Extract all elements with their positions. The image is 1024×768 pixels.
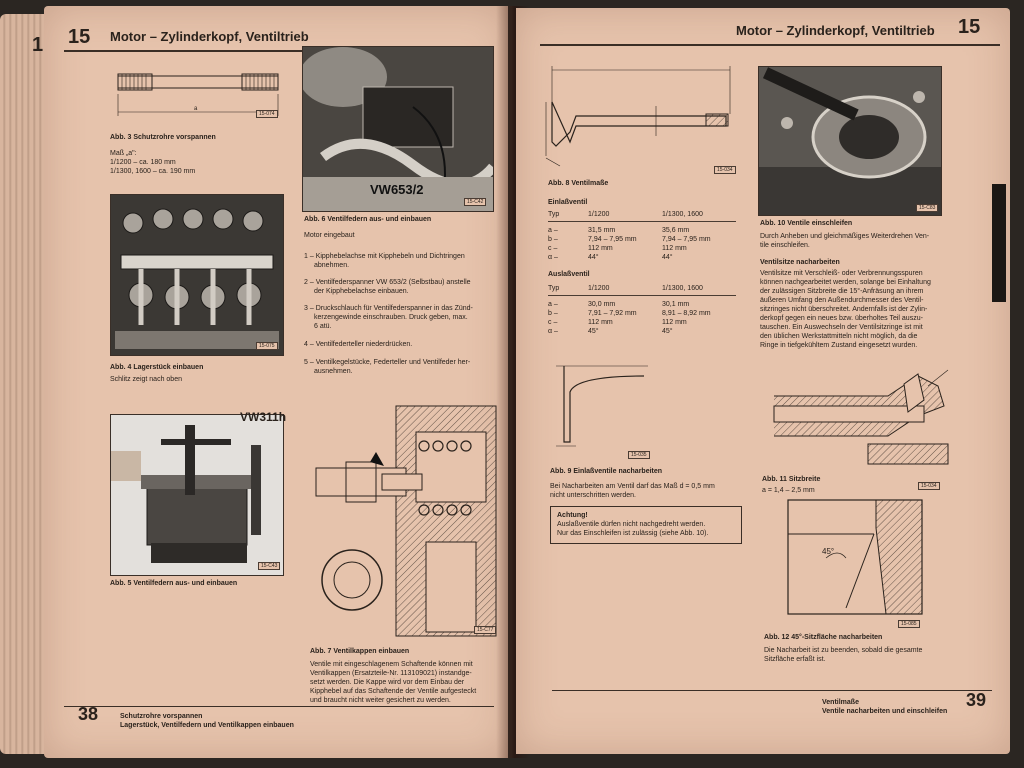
left-footer-rule [64,706,494,707]
fig7-text: Ventile mit eingeschlagenem Schaftende k… [310,661,477,704]
inlet-head-1300: 1/1300, 1600 [662,211,703,218]
outlet-valve-title: Auslaßventil [548,271,590,278]
fig7-ref: 15-C77 [474,626,497,634]
fig3-text-2: 1/1200 – ca. 180 mm [110,159,176,166]
fig6-step-3: 3 – Druckschlauch für Ventilfederspanner… [304,305,473,330]
inlet-head-typ: Typ [548,211,560,218]
fig10-text-2: tile einschleifen. [760,242,810,249]
fig3-caption: Abb. 3 Schutzrohre vorspannen [110,134,216,141]
valve-spring-tool-photo [110,414,284,576]
fig6-ref: 15-C42 [464,198,487,206]
fig12-text-2: Sitzfläche erfaßt ist. [764,656,826,663]
vw311h-tool-label: VW311h [240,410,287,424]
vw653-tool-label: VW653/2 [370,182,424,197]
left-chapter-title: Motor – Zylinderkopf, Ventiltrieb [110,29,309,44]
fig10-ref: 15-C83 [916,204,939,212]
fig4-caption: Abb. 4 Lagerstück einbauen [110,364,204,371]
outlet-head-1300: 1/1300, 1600 [662,285,703,292]
fig10-caption: Abb. 10 Ventile einschleifen [760,220,853,227]
outlet-head-typ: Typ [548,285,560,292]
fig5-ref: 15-C43 [258,562,281,570]
warning-line-2: Nur das Einschleifen ist zulässig (siehe… [557,530,709,537]
fig8-caption: Abb. 8 Ventilmaße [548,180,609,187]
right-footer-line-2: Ventile nacharbeiten und einschleifen [822,708,948,715]
warning-line-1: Auslaßventile dürfen nicht nachgedreht w… [557,521,706,528]
fig6-step-1: 1 – Kipphebelachse mit Kipphebeln und Di… [304,253,465,269]
warning-title: Achtung! [557,512,588,519]
engine-installed-photo [302,46,494,212]
fig9-ref: 15-035 [628,451,650,459]
fig6-intro: Motor eingebaut [304,232,355,239]
dimension-a-label: a [194,106,198,112]
seat-45-degree-drawing: 45° [787,499,923,615]
fig5-caption: Abb. 5 Ventilfedern aus- und einbauen [110,580,238,587]
right-chapter-title: Motor – Zylinderkopf, Ventiltrieb [736,23,935,38]
fig11-caption: Abb. 11 Sitzbreite [762,476,821,483]
fig4-ref: 15-075 [256,342,278,350]
fig6-step-2: 2 – Ventilfederspanner VW 653/2 (Selbstb… [304,279,471,295]
left-footer-line-2: Lagerstück, Ventilfedern und Ventilkappe… [120,722,294,729]
fig12-text-1: Die Nacharbeit ist zu beenden, sobald di… [764,647,923,654]
right-footer-rule [552,690,992,691]
left-page: 15 Motor – Zylinderkopf, Ventiltrieb a 1… [44,6,508,758]
fig8-ref: 15-034 [714,166,736,174]
right-page-number: 39 [966,690,987,710]
seat-width-drawing [773,369,949,465]
edge-chapter-number: 1 [32,34,44,56]
inlet-table-rule [548,221,736,222]
outlet-head-1200: 1/1200 [588,285,610,292]
right-header-rule [540,44,1000,46]
left-chapter-number: 15 [68,26,91,48]
fig11-text: a = 1,4 – 2,5 mm [762,487,815,494]
fig6-step-5: 5 – Ventilkegelstücke, Federteller und V… [304,359,471,375]
inlet-head-1200: 1/1200 [588,211,610,218]
fig12-ref: 15-085 [898,620,920,628]
rocker-arm-photo [110,194,284,356]
fig7-caption: Abb. 7 Ventilkappen einbauen [310,648,410,655]
fig3-ref: 15-074 [256,110,278,118]
left-header-rule [64,50,494,52]
fig3-text-3: 1/1300, 1600 – ca. 190 mm [110,168,196,175]
inlet-valve-title: Einlaßventil [548,199,588,206]
page-tab-marker [992,184,1006,302]
outlet-table-rule [548,295,736,296]
inlet-valve-rework-drawing [556,365,648,447]
warning-note-box: Achtung! Auslaßventile dürfen nicht nach… [550,506,742,544]
left-footer-line-1: Schutzrohre vorspannen [120,713,203,720]
fig10-text-1: Durch Anheben und gleichmäßiges Weiterdr… [760,233,930,240]
valve-grinding-photo [758,66,942,216]
fig6-caption: Abb. 6 Ventilfedern aus- und einbauen [304,216,432,223]
protective-tube-drawing: a [117,73,279,116]
fig4-text: Schlitz zeigt nach oben [110,376,182,383]
valve-seats-text: Ventilsitze mit Verschleiß- oder Verbren… [760,270,931,349]
fig9-caption: Abb. 9 Einlaßventile nacharbeiten [550,468,663,475]
right-footer-line-1: Ventilmaße [822,699,859,706]
left-page-number: 38 [78,704,99,724]
valve-dimensions-drawing [545,66,731,167]
fig9-text-1: Bei Nacharbeiten am Ventil darf das Maß … [550,483,715,490]
fig3-text-1: Maß „a": [110,150,137,157]
fig12-caption: Abb. 12 45°-Sitzfläche nacharbeiten [764,634,883,641]
right-page: Motor – Zylinderkopf, Ventiltrieb 15 15-… [516,8,1010,754]
valve-seats-heading: Ventilsitze nacharbeiten [760,259,840,266]
valve-cap-cross-section-drawing [315,405,497,637]
fig11-ref: 15-034 [918,482,940,490]
fig6-step-4: 4 – Ventilfederteller niederdrücken. [304,341,413,348]
fig9-text-2: nicht unterschritten werden. [550,492,636,499]
right-chapter-number: 15 [958,16,981,38]
angle-45-label: 45° [822,547,834,556]
